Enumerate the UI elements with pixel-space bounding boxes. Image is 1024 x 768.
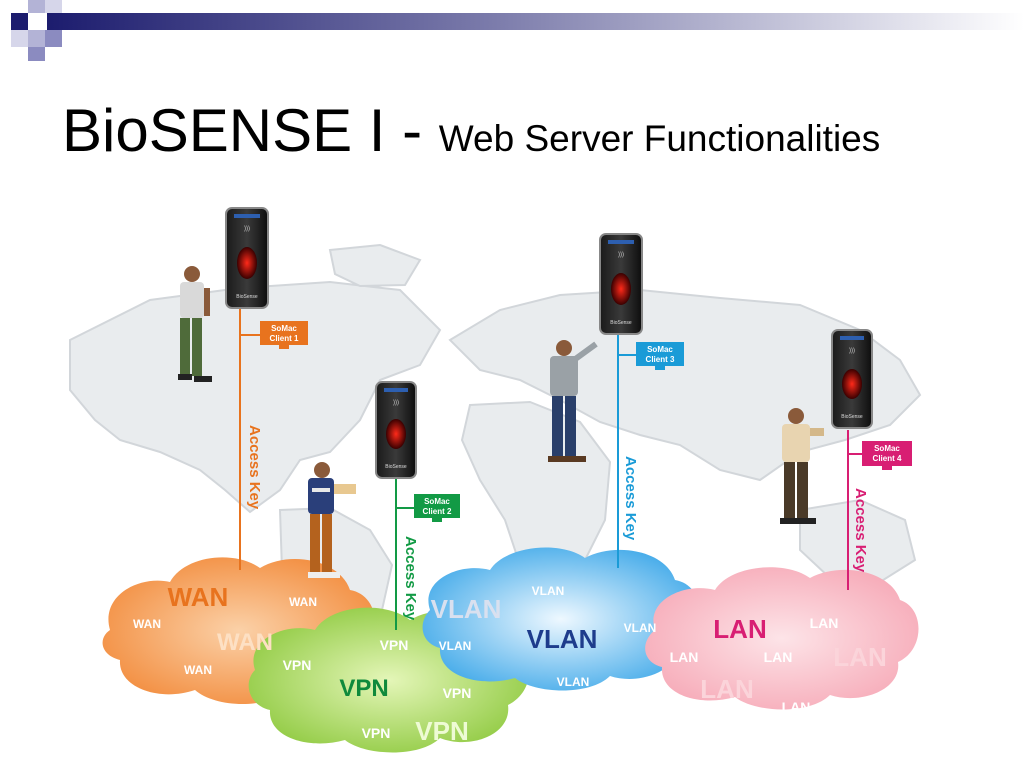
- vlan-small: VLAN: [624, 621, 657, 635]
- wan-label: WAN: [168, 582, 229, 612]
- fingerprint-sensor: [611, 273, 631, 305]
- network-diagram: WAN WAN WAN WAN WAN VPN VPN VPN VPN VPN …: [69, 207, 922, 753]
- fingerprint-sensor: [237, 247, 257, 279]
- device-brand: BioSense: [841, 414, 863, 420]
- svg-text:))): ))): [393, 400, 399, 406]
- vpn-small: VPN: [415, 716, 468, 746]
- device-logo-strip: [840, 336, 864, 340]
- square-light: [45, 0, 62, 13]
- vpn-small: VPN: [283, 657, 312, 673]
- vpn-small: VPN: [380, 637, 409, 653]
- lan-small: LAN: [670, 649, 699, 665]
- person-1: [178, 266, 212, 382]
- wan-small: WAN: [133, 617, 161, 631]
- cloud-vlan: [422, 547, 700, 691]
- lan-small: LAN: [782, 699, 811, 715]
- device-brand: BioSense: [385, 464, 407, 470]
- svg-text:))): ))): [849, 348, 855, 354]
- lan-small: LAN: [764, 649, 793, 665]
- device-logo-strip: [384, 388, 408, 392]
- square-light: [28, 0, 45, 13]
- client-4-label-1: SoMac: [874, 444, 900, 453]
- lan-label: LAN: [713, 614, 766, 644]
- client-1-access-key: Access Key: [246, 425, 263, 510]
- vpn-small: VPN: [443, 685, 472, 701]
- client-1-label-2: Client 1: [270, 334, 299, 343]
- fingerprint-sensor: [842, 369, 862, 399]
- person-4: [780, 408, 824, 524]
- device-brand: BioSense: [236, 294, 258, 300]
- map-greenland: [328, 243, 422, 288]
- client-4: SoMac Client 4 Access Key: [847, 430, 912, 590]
- client-4-label-2: Client 4: [873, 454, 902, 463]
- client-2-label-1: SoMac: [424, 497, 450, 506]
- device-brand: BioSense: [610, 320, 632, 326]
- map-australia: [799, 498, 917, 584]
- biometric-device-2: ))) BioSense: [375, 381, 417, 479]
- client-3: SoMac Client 3 Access Key: [617, 335, 684, 568]
- client-4-monitor: [862, 441, 912, 466]
- client-1-monitor-stand: [279, 345, 289, 349]
- lan-small: LAN: [700, 674, 753, 704]
- client-1-monitor: [260, 321, 308, 345]
- biometric-device-1: ))) BioSense: [225, 207, 269, 309]
- client-2-access-key: Access Key: [402, 536, 419, 621]
- vlan-small: VLAN: [532, 584, 565, 598]
- gradient-bar: [47, 13, 1024, 30]
- cloud-vlan-shape: [422, 547, 700, 691]
- client-3-label-2: Client 3: [646, 355, 675, 364]
- vpn-label: VPN: [339, 675, 388, 702]
- square-light: [28, 30, 45, 47]
- header-decoration: [11, 0, 1024, 61]
- client-2-monitor: [414, 494, 460, 518]
- vpn-small: VPN: [362, 725, 391, 741]
- lan-small: LAN: [833, 642, 886, 672]
- person-2: [308, 462, 356, 578]
- square-mid: [45, 30, 62, 47]
- cloud-lan-shape: [645, 567, 919, 710]
- svg-text:))): ))): [244, 226, 250, 232]
- client-3-monitor-stand: [655, 366, 665, 370]
- wan-small: WAN: [217, 629, 273, 656]
- wan-small: WAN: [289, 595, 317, 609]
- device-logo-strip: [234, 214, 260, 218]
- vlan-small: VLAN: [557, 675, 590, 689]
- map-north-america: [69, 280, 442, 514]
- device-logo-strip: [608, 240, 634, 244]
- client-1: SoMac Client 1 Access Key: [239, 308, 308, 570]
- svg-text:))): ))): [618, 252, 624, 258]
- client-4-monitor-stand: [882, 466, 892, 470]
- client-3-label-1: SoMac: [647, 345, 673, 354]
- client-1-label-1: SoMac: [271, 324, 297, 333]
- biometric-device-3: ))) BioSense: [599, 233, 643, 335]
- vlan-label: VLAN: [527, 624, 598, 654]
- cloud-lan: [645, 567, 919, 710]
- client-3-access-key: Access Key: [622, 456, 639, 541]
- wan-small: WAN: [184, 663, 212, 677]
- slide-title: BioSENSE I - Web Server Functionalities: [62, 96, 880, 165]
- title-main: BioSENSE I -: [62, 97, 439, 164]
- lan-small: LAN: [810, 615, 839, 631]
- client-2: SoMac Client 2 Access Key: [395, 478, 460, 630]
- client-4-access-key: Access Key: [852, 488, 869, 573]
- vlan-small: VLAN: [439, 639, 472, 653]
- person-3: [548, 340, 598, 462]
- vlan-small: VLAN: [431, 594, 502, 624]
- client-2-label-2: Client 2: [423, 507, 452, 516]
- fingerprint-sensor: [386, 419, 406, 449]
- title-sub: Web Server Functionalities: [438, 118, 881, 159]
- client-2-monitor-stand: [432, 518, 442, 522]
- biometric-device-4: ))) BioSense: [831, 329, 873, 429]
- square-dark: [11, 13, 28, 30]
- client-3-monitor: [636, 342, 684, 366]
- square-mid: [28, 47, 45, 61]
- square-light: [11, 30, 28, 47]
